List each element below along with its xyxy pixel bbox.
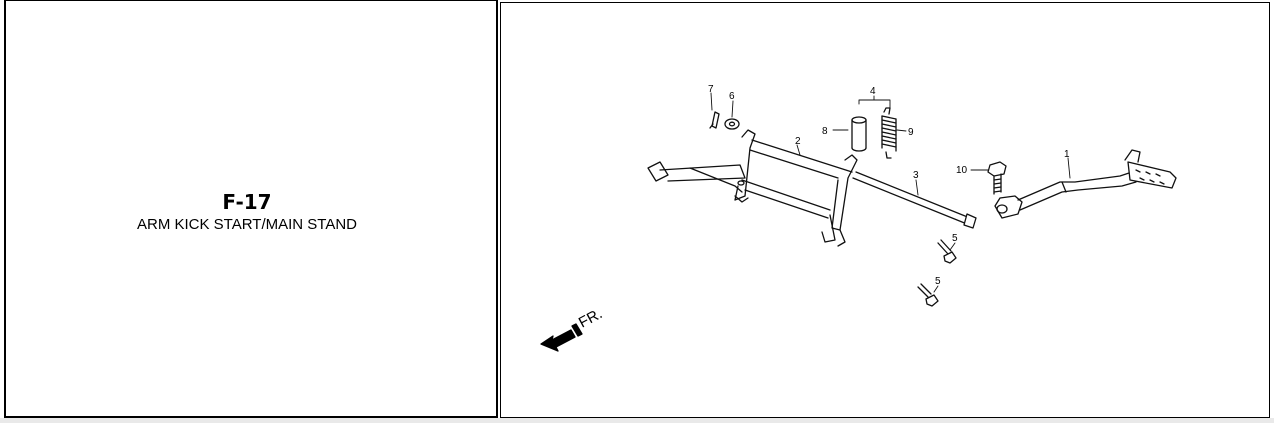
washer-part	[724, 118, 740, 130]
callout-5-lower: 5	[935, 276, 941, 287]
kick-start-arm-part	[994, 149, 1177, 219]
diagram-title: ARM KICK START/MAIN STAND	[136, 216, 358, 233]
callout-leader-lines	[710, 92, 1071, 293]
diagram-code: F-17	[222, 190, 272, 214]
front-direction-arrow-icon	[540, 323, 583, 352]
callout-2: 2	[795, 136, 801, 147]
callout-3: 3	[913, 170, 919, 181]
diagram-panel	[500, 2, 1270, 418]
bolt-part	[987, 161, 1007, 195]
cotter-pin-part	[709, 111, 720, 129]
callout-7: 7	[708, 84, 714, 95]
callout-9: 9	[908, 127, 914, 138]
callout-6: 6	[729, 91, 735, 102]
callout-5-upper: 5	[952, 233, 958, 244]
spring-collar-part	[851, 116, 867, 152]
callout-4: 4	[870, 86, 876, 97]
stand-bolt-upper-part	[937, 239, 957, 264]
main-stand-part	[647, 129, 858, 247]
bottom-strip	[0, 418, 1274, 423]
stand-bolt-lower-part	[917, 283, 939, 307]
stand-shaft-part	[852, 171, 977, 229]
return-spring-part	[881, 107, 897, 159]
callout-10: 10	[956, 165, 968, 176]
callout-8: 8	[822, 126, 828, 137]
callout-1: 1	[1064, 149, 1070, 160]
front-direction-label: FR.	[576, 305, 605, 331]
caption-panel	[4, 0, 498, 418]
